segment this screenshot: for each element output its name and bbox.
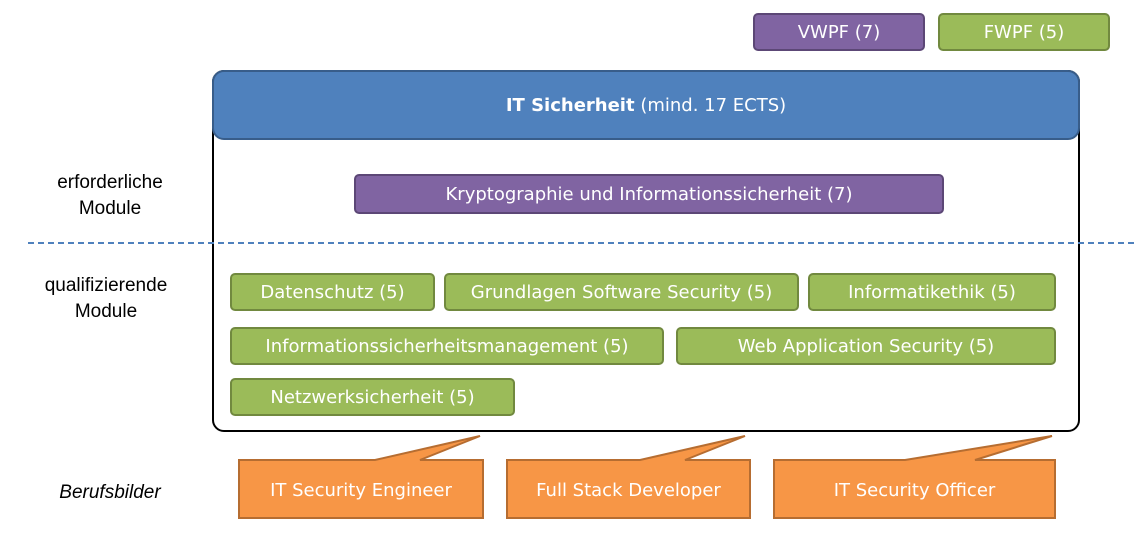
legend-vwpf: VWPF (7) xyxy=(753,13,925,51)
qualifying-label-line2: Module xyxy=(74,301,138,322)
career-it-security-engineer: IT Security Engineer xyxy=(270,479,452,501)
career-it-security-officer: IT Security Officer xyxy=(833,479,996,501)
careers-section-label: Berufsbilder xyxy=(59,482,161,503)
main-subtitle: (mind. 17 ECTS) xyxy=(640,94,787,116)
legend-fwpf: FWPF (5) xyxy=(938,13,1110,51)
required-label-line2: Module xyxy=(78,198,142,219)
module-grundlagen-software-security: Grundlagen Software Security (5) xyxy=(444,273,799,311)
main-header: IT Sicherheit (mind. 17 ECTS) xyxy=(212,70,1080,140)
required-label-line1: erforderliche xyxy=(57,172,163,193)
section-divider xyxy=(28,242,1134,244)
career-callout-shape-developer xyxy=(506,435,751,519)
required-module-kryptographie: Kryptographie und Informationssicherheit… xyxy=(354,174,944,214)
module-datenschutz: Datenschutz (5) xyxy=(230,273,435,311)
career-callout-shape-engineer xyxy=(238,435,484,519)
required-section-label: erforderliche Module xyxy=(20,170,200,222)
career-callout-shape-officer xyxy=(773,435,1056,519)
module-web-application-security: Web Application Security (5) xyxy=(676,327,1056,365)
career-full-stack-developer: Full Stack Developer xyxy=(536,479,721,501)
qualifying-label-line1: qualifizierende xyxy=(44,275,168,296)
module-informatikethik: Informatikethik (5) xyxy=(808,273,1056,311)
main-title: IT Sicherheit xyxy=(505,94,635,116)
module-informationssicherheitsmanagement: Informationssicherheitsmanagement (5) xyxy=(230,327,664,365)
module-netzwerksicherheit: Netzwerksicherheit (5) xyxy=(230,378,515,416)
qualifying-section-label: qualifizierende Module xyxy=(14,273,198,325)
